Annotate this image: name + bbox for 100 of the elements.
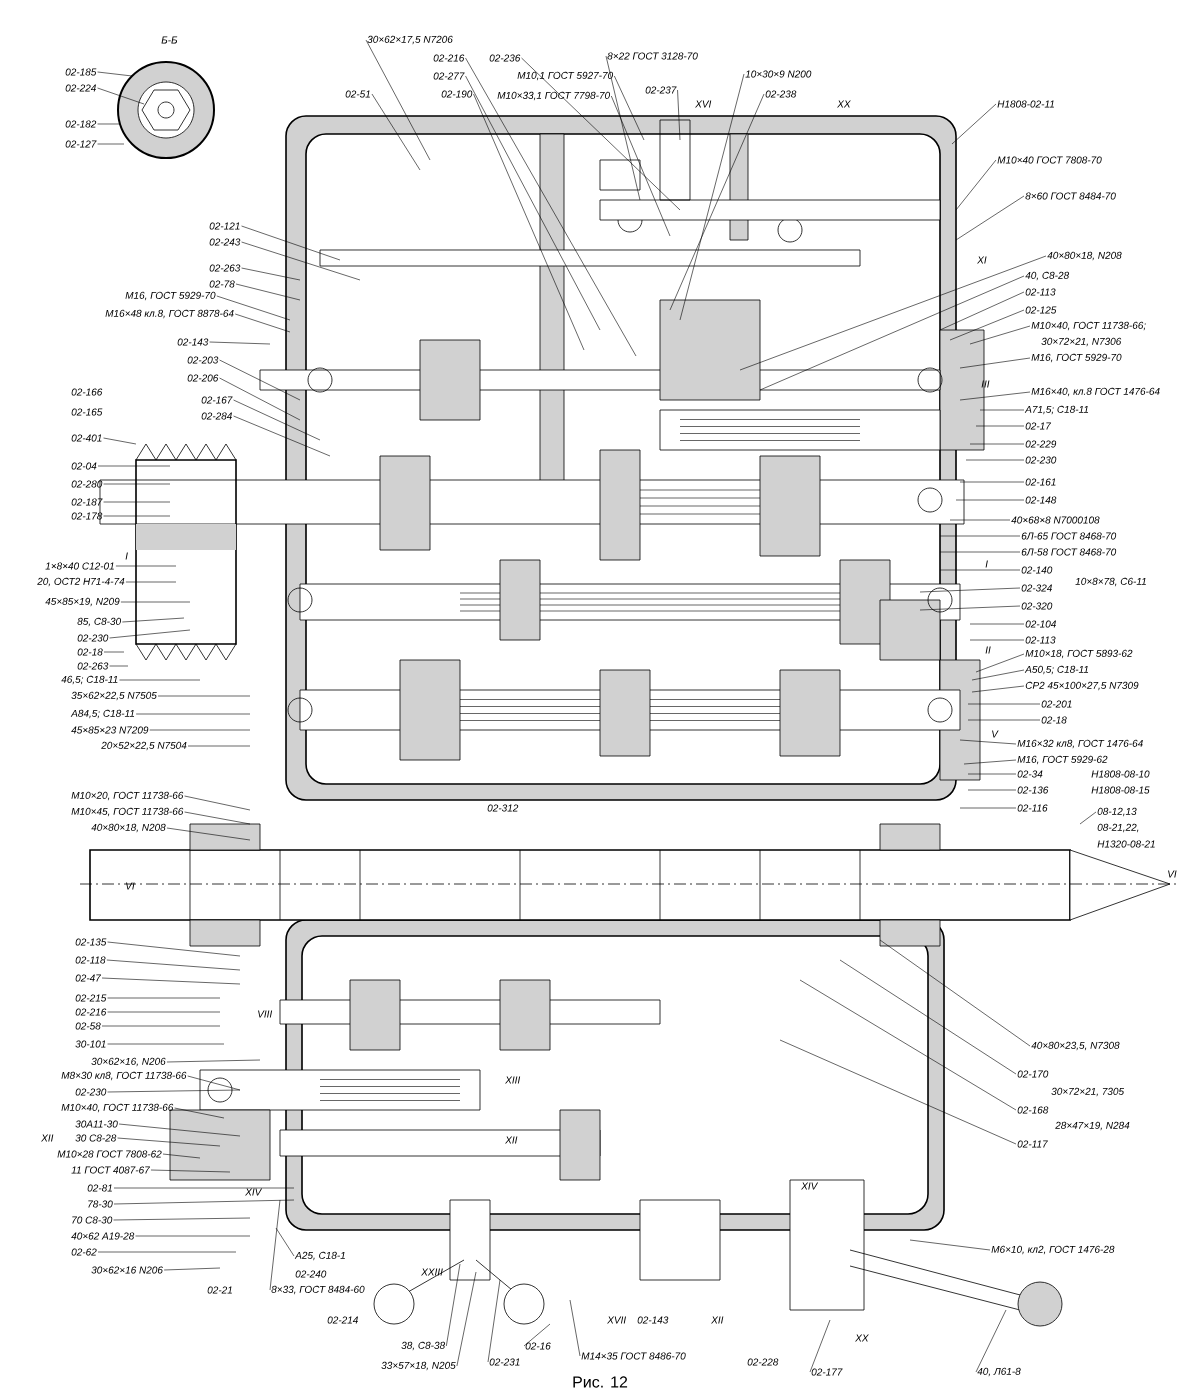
leader-line	[975, 425, 1025, 427]
leader-line	[979, 409, 1025, 411]
leader-line	[605, 55, 641, 201]
leader-line	[955, 499, 1025, 501]
leader-line	[669, 93, 765, 311]
leader-line	[241, 225, 341, 261]
leader-line	[759, 275, 1025, 391]
leader-line	[975, 1309, 1007, 1373]
leader-line	[233, 415, 331, 457]
leader-line	[107, 1043, 225, 1045]
leader-line	[967, 789, 1017, 791]
leader-line	[103, 501, 171, 503]
leader-line	[97, 1251, 237, 1253]
leader-line	[969, 623, 1025, 625]
leader-line	[959, 481, 1025, 483]
leader-line	[97, 465, 171, 467]
leader-line	[113, 1217, 251, 1221]
leader-line	[234, 313, 291, 333]
leader-line	[963, 759, 1017, 765]
leader-line	[117, 1137, 221, 1147]
caption: Рис. 12	[573, 1376, 628, 1388]
leader-line	[523, 1323, 551, 1347]
leader-line	[103, 651, 125, 653]
leader-line	[97, 71, 133, 77]
leader-line	[166, 1059, 261, 1063]
leader-line	[955, 159, 997, 211]
leader-line	[967, 719, 1041, 721]
leader-line	[107, 1011, 221, 1013]
leader-line	[1079, 811, 1097, 825]
leader-line	[679, 73, 745, 321]
leader-line	[157, 695, 251, 697]
leader-line	[135, 1235, 251, 1237]
leader-line	[115, 565, 177, 567]
leader-line	[965, 459, 1025, 461]
leader-line	[269, 1199, 281, 1291]
leader-line	[465, 57, 637, 357]
leader-line	[187, 745, 251, 747]
leader-line	[879, 939, 1031, 1047]
leader-line	[939, 535, 1021, 537]
leader-line	[235, 283, 301, 301]
leader-line	[174, 1107, 225, 1119]
leader-line	[233, 399, 321, 441]
leader-line	[166, 827, 251, 841]
leader-line	[113, 1187, 295, 1189]
leader-line	[611, 95, 671, 237]
leader-line	[487, 1279, 501, 1363]
leader-line	[184, 795, 251, 811]
leader-line	[219, 377, 301, 421]
leader-line	[569, 1299, 581, 1357]
leader-line	[107, 941, 241, 957]
leader-line	[149, 729, 251, 731]
leader-line	[163, 1267, 221, 1271]
leader-line	[135, 713, 251, 715]
leader-line	[959, 807, 1017, 809]
leader-line	[371, 93, 421, 171]
leader-line	[150, 1169, 231, 1173]
leader-line	[365, 39, 431, 161]
leader-line	[101, 1025, 221, 1027]
leader-line	[241, 267, 301, 281]
leader-line	[106, 959, 241, 971]
leader-line	[614, 75, 645, 141]
leader-line	[955, 195, 1025, 241]
leader-line	[446, 1263, 461, 1347]
leader-line	[909, 1239, 991, 1251]
leader-line	[113, 1199, 295, 1205]
leader-line	[473, 93, 585, 351]
leader-line	[939, 569, 1021, 571]
leader-line	[103, 515, 171, 517]
leader-line	[162, 1153, 201, 1159]
leader-line	[120, 601, 191, 603]
leader-line	[939, 551, 1021, 553]
leader-line	[967, 773, 1017, 775]
leader-line	[97, 123, 121, 125]
leader-line	[949, 519, 1011, 521]
leader-line	[103, 437, 137, 445]
leader-line	[959, 357, 1031, 369]
leader-line	[107, 997, 221, 999]
leader-line	[118, 1123, 241, 1137]
leader-line	[779, 1039, 1017, 1145]
leader-line	[919, 587, 1021, 593]
leader-line	[969, 325, 1031, 345]
leader-line	[975, 653, 1025, 673]
leader-line	[959, 739, 1017, 745]
leader-line	[241, 241, 361, 281]
leader-line	[97, 87, 145, 105]
leader-line	[97, 143, 125, 145]
leader-line	[465, 75, 601, 331]
leader-line	[971, 669, 1025, 681]
leader-line	[969, 639, 1025, 641]
leader-line	[967, 703, 1041, 705]
leader-line	[109, 665, 129, 667]
leader-line	[939, 291, 1025, 331]
leader-line	[103, 483, 171, 485]
leader-line	[107, 1089, 241, 1093]
leader-line	[122, 617, 185, 623]
leader-line	[101, 977, 241, 985]
leader-line	[187, 1075, 241, 1091]
leader-line	[959, 391, 1031, 401]
leader-line	[209, 341, 271, 345]
leader-line	[839, 959, 1017, 1075]
